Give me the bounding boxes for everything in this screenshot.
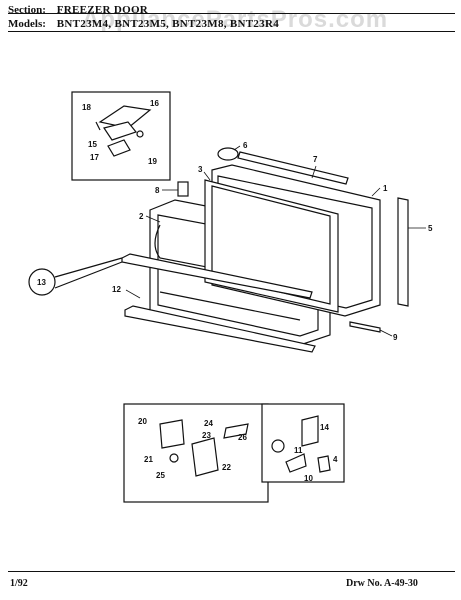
shelf-rails	[121, 253, 316, 353]
callout-11: 11	[294, 446, 303, 455]
models-label: Models:	[8, 18, 46, 30]
callout-23: 23	[202, 431, 211, 440]
callout-5: 5	[428, 224, 433, 233]
callout-10: 10	[304, 474, 313, 483]
models-row: Models: BNT23M4, BNT23M5, BNT23M8, BNT23…	[8, 18, 279, 30]
models-value: BNT23M4, BNT23M5, BNT23M8, BNT23R4	[56, 18, 280, 30]
callout-14: 14	[320, 423, 329, 432]
callout-25: 25	[156, 471, 165, 480]
callout-16: 16	[150, 99, 159, 108]
detail-magnifier	[28, 268, 56, 296]
callout-19: 19	[148, 157, 157, 166]
callout-17: 17	[90, 153, 99, 162]
footer-date: 1/92	[10, 578, 28, 589]
small-parts-inset	[261, 403, 345, 483]
callout-15: 15	[88, 140, 97, 149]
header-divider-top	[8, 13, 455, 14]
callout-7: 7	[313, 155, 318, 164]
callout-21: 21	[144, 455, 153, 464]
callout-18: 18	[82, 103, 91, 112]
side-trim	[397, 197, 409, 307]
bottom-strip	[349, 321, 381, 333]
footer-drawing-number: Drw No. A-49-30	[346, 578, 418, 589]
callout-2: 2	[139, 212, 144, 221]
handle-bracket	[177, 181, 189, 197]
lower-hinge-inset	[123, 403, 269, 503]
callout-22: 22	[222, 463, 231, 472]
callout-13: 13	[37, 278, 46, 287]
callout-12: 12	[112, 285, 121, 294]
callout-3: 3	[198, 165, 203, 174]
callout-20: 20	[138, 417, 147, 426]
callout-1: 1	[383, 184, 388, 193]
callout-labels: 1 2 3 4 5 6 7 8 9 10 11 12 13 14 15 16 1…	[37, 99, 433, 483]
watermark: AppliancePartsPros.com	[82, 6, 389, 33]
callout-24: 24	[204, 419, 213, 428]
callout-4: 4	[333, 455, 338, 464]
hinge-detail-inset	[71, 91, 171, 181]
door-stop	[217, 147, 239, 161]
header-divider	[8, 31, 455, 32]
callout-6: 6	[243, 141, 248, 150]
leader-lines	[125, 145, 426, 337]
callout-26: 26	[238, 433, 247, 442]
callout-8: 8	[155, 186, 160, 195]
callout-9: 9	[393, 333, 398, 342]
top-strip	[237, 151, 349, 185]
footer-divider	[8, 571, 455, 572]
